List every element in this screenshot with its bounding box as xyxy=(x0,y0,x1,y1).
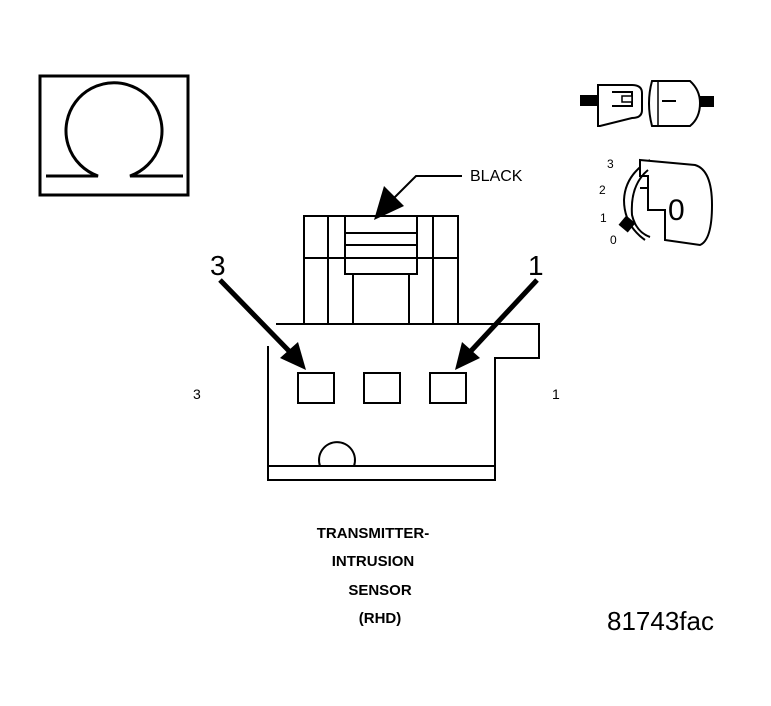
connector-color-label: BLACK xyxy=(470,168,523,185)
figure-id: 81743fac xyxy=(607,606,714,636)
ignition-position-2: 2 xyxy=(599,183,606,197)
ignition-switch-icon xyxy=(618,158,714,247)
pin-cavity-2 xyxy=(363,372,401,404)
connector-plug-icon xyxy=(580,80,714,127)
component-caption: TRANSMITTER- INTRUSION SENSOR (RHD) xyxy=(317,525,430,627)
ohms-icon xyxy=(38,74,190,197)
pin-label-left: 3 xyxy=(193,386,201,402)
pin-3-arrow xyxy=(218,278,306,370)
ignition-position-0: 0 xyxy=(610,233,617,247)
connector-body xyxy=(267,323,540,481)
connector-housing-top xyxy=(303,215,459,325)
ignition-position-1: 1 xyxy=(600,211,607,225)
pin-1-arrow xyxy=(455,278,539,370)
caption-line-3: SENSOR xyxy=(348,582,412,599)
pin-cavity-1 xyxy=(429,372,467,404)
ignition-position-3: 3 xyxy=(607,157,614,171)
ignition-key-value: 0 xyxy=(668,194,685,227)
caption-line-1: TRANSMITTER- xyxy=(317,525,430,542)
caption-line-4: (RHD) xyxy=(359,610,402,627)
pin-3-callout: 3 xyxy=(210,250,226,281)
caption-line-2: INTRUSION xyxy=(332,553,415,570)
pin-cavity-3 xyxy=(297,372,335,404)
pin-label-right: 1 xyxy=(552,386,560,402)
black-leader-arrow xyxy=(374,175,462,220)
pin-1-callout: 1 xyxy=(528,250,544,281)
